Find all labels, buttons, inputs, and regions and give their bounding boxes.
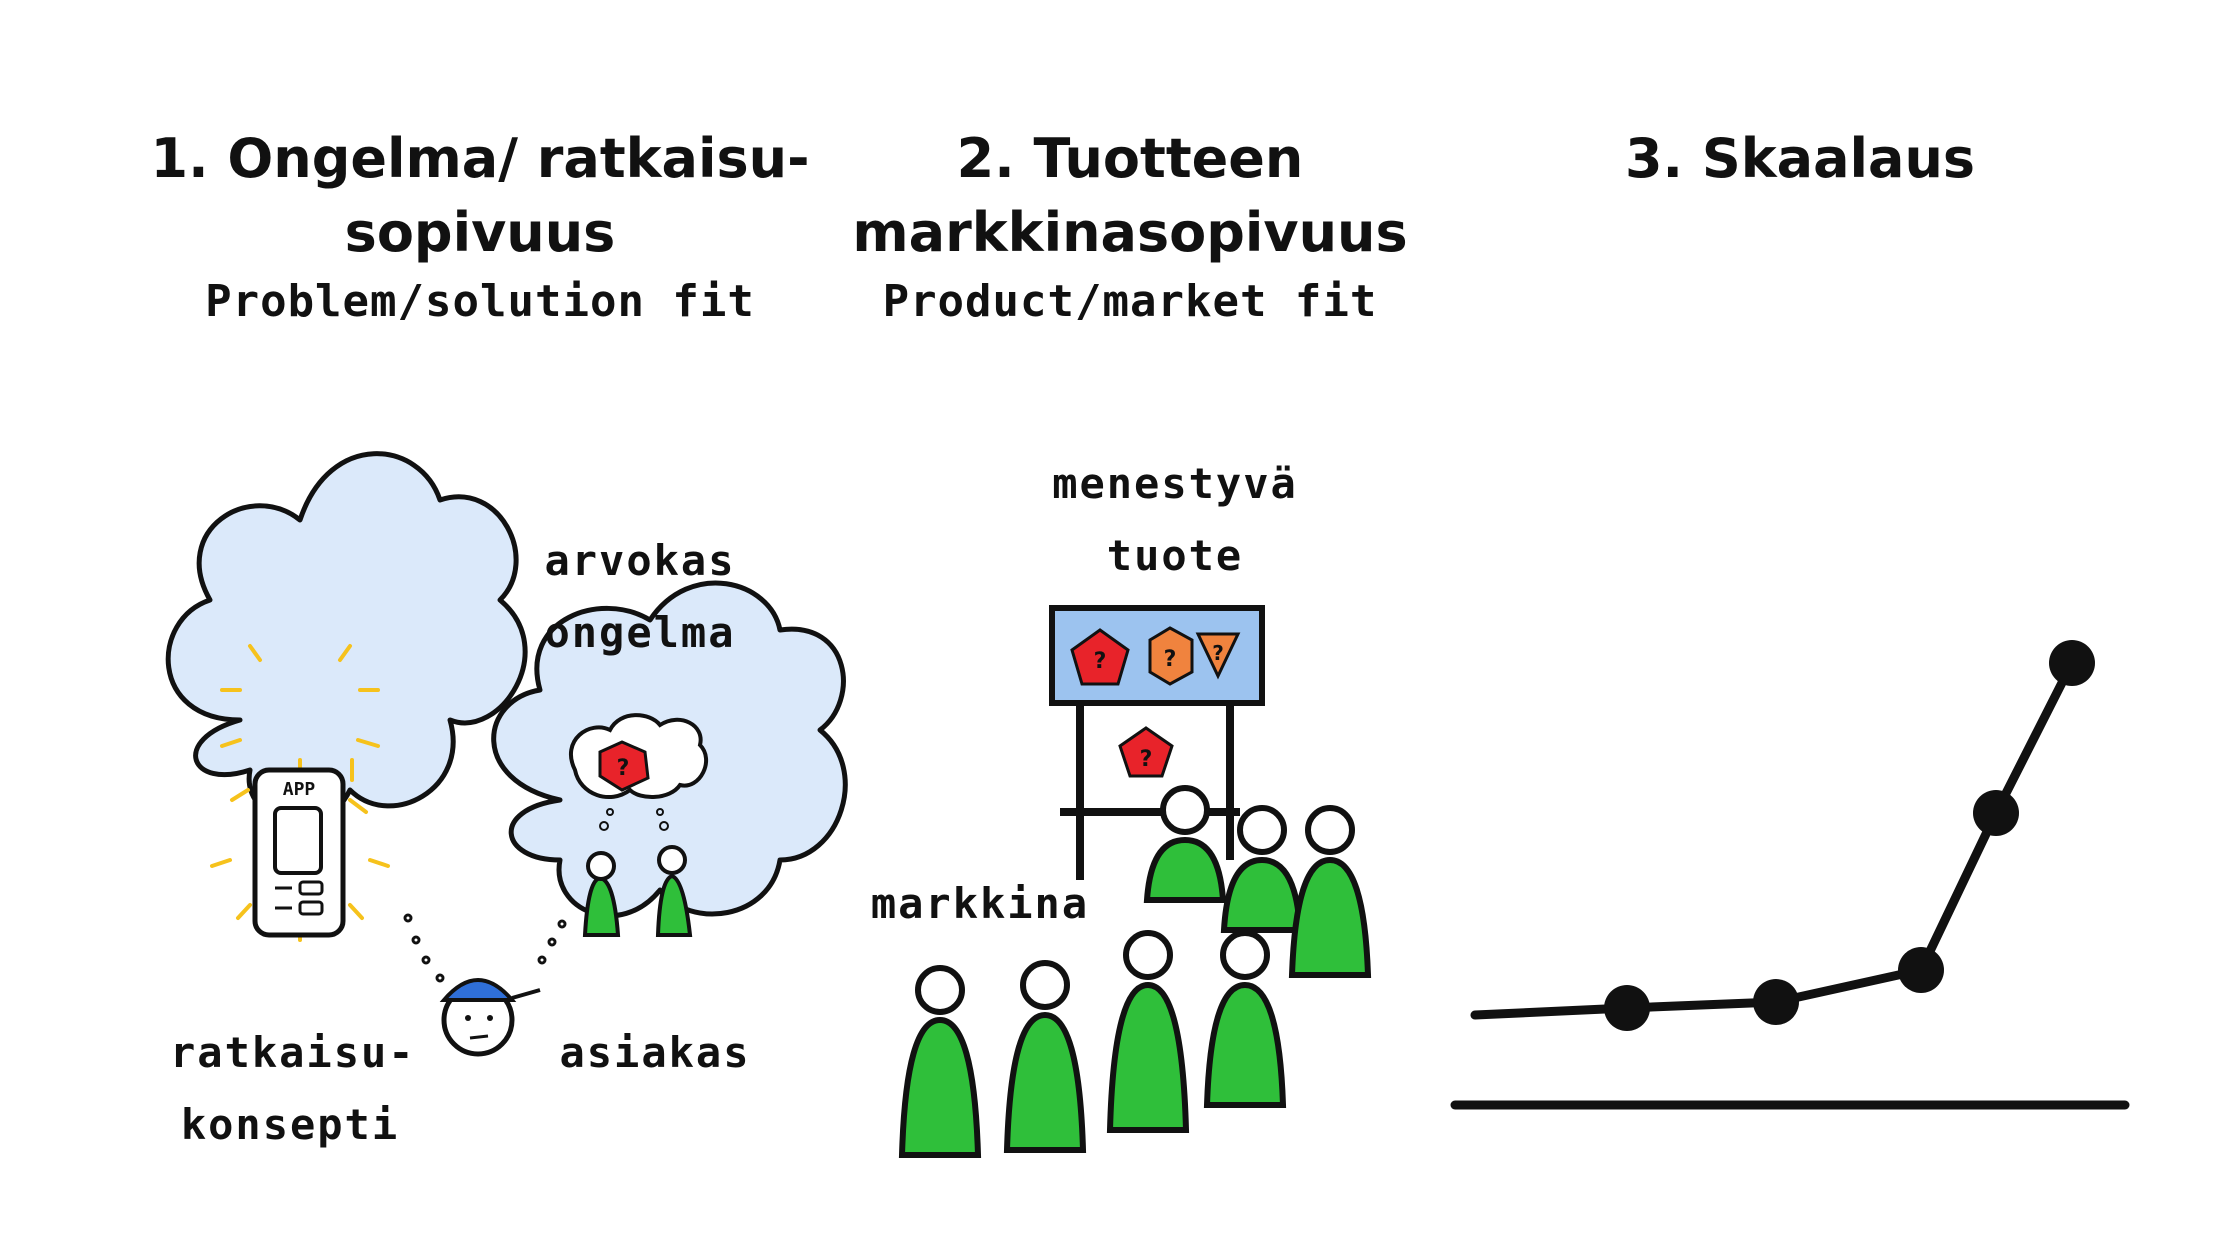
market-person-head xyxy=(1305,805,1355,855)
growth-chart xyxy=(1450,640,2130,1110)
market-person xyxy=(1220,856,1304,933)
stage-2-title-line1: 2. Tuotteen xyxy=(956,127,1304,190)
stage-1-header: 1. Ongelma/ ratkaisu- sopivuus Problem/s… xyxy=(130,122,830,327)
solution-label-line1: ratkaisu- xyxy=(170,1028,416,1077)
stage-2-title-line2: markkinasopivuus xyxy=(852,201,1408,264)
market-person xyxy=(1143,836,1227,903)
market-person-head xyxy=(1123,930,1173,980)
market-person xyxy=(1106,981,1190,1133)
growth-point xyxy=(1973,790,2019,836)
svg-text:?: ? xyxy=(1094,649,1107,674)
market-label: markkina xyxy=(870,879,1090,928)
market-crowd xyxy=(898,785,1372,1158)
growth-point xyxy=(2049,640,2095,686)
svg-text:?: ? xyxy=(617,756,630,781)
solution-cloud xyxy=(165,451,528,826)
market-person xyxy=(1203,981,1287,1108)
svg-text:?: ? xyxy=(1140,747,1153,772)
problem-label-line2: ongelma xyxy=(544,608,736,657)
app-label: APP xyxy=(283,779,316,800)
stage-1-title-line2: sopivuus xyxy=(344,201,616,264)
svg-text:?: ? xyxy=(1212,641,1224,665)
growth-point xyxy=(1898,947,1944,993)
market-person-head xyxy=(1020,960,1070,1010)
customer-face-icon xyxy=(403,913,567,1057)
stage-2-subtitle: Product/market fit xyxy=(882,276,1378,327)
stage-2-header: 2. Tuotteen markkinasopivuus Product/mar… xyxy=(830,122,1430,327)
product-label-line1: menestyvä xyxy=(1052,459,1298,508)
market-person xyxy=(1003,1011,1087,1153)
phone-icon: APP xyxy=(252,767,346,938)
market-person xyxy=(898,1016,982,1158)
stage-1-subtitle: Problem/solution fit xyxy=(205,276,755,327)
customer-label: asiakas xyxy=(559,1028,751,1077)
stage-1-title-line1: 1. Ongelma/ ratkaisu- xyxy=(150,127,810,190)
market-person-head xyxy=(1220,930,1270,980)
product-label-line2: tuote xyxy=(1106,531,1244,580)
problem-cloud: ? xyxy=(491,580,848,937)
solution-label-line2: konsepti xyxy=(180,1100,400,1149)
problem-label: arvokas ongelma xyxy=(520,525,760,669)
growth-line xyxy=(1470,658,2077,1020)
svg-text:?: ? xyxy=(1164,647,1177,672)
stage-3-header: 3. Skaalaus xyxy=(1500,122,2100,196)
solution-label: ratkaisu- konsepti xyxy=(170,1017,416,1161)
stage-3-title: 3. Skaalaus xyxy=(1624,127,1976,190)
product-stand: ? ? ? ? xyxy=(1049,605,1265,880)
market-person-head xyxy=(915,965,965,1015)
growth-point xyxy=(1604,985,1650,1031)
product-label: menestyvä tuote xyxy=(1030,448,1320,592)
growth-point xyxy=(1753,979,1799,1025)
market-person-head xyxy=(1160,785,1210,835)
market-person xyxy=(1288,856,1372,978)
problem-label-line1: arvokas xyxy=(544,536,736,585)
market-person-head xyxy=(1237,805,1287,855)
